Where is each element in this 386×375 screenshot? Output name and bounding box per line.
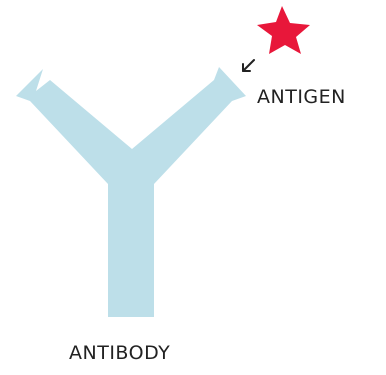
antigen-label: ANTIGEN <box>257 86 346 108</box>
arrow-down-left-icon <box>243 60 254 71</box>
antigen-star-icon <box>257 6 310 54</box>
antibody-body <box>16 67 246 317</box>
antibody-label: ANTIBODY <box>69 342 170 364</box>
antibody-shape <box>16 67 246 317</box>
